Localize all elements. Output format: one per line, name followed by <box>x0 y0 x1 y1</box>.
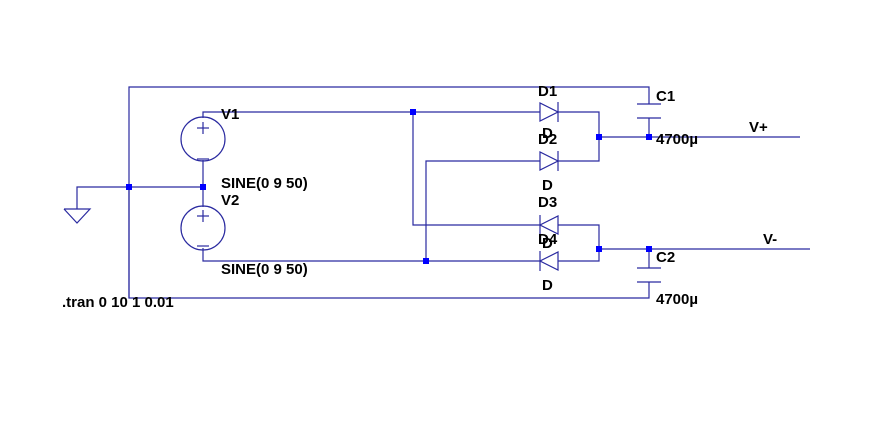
wire-pos-bus[interactable] <box>558 111 600 162</box>
junction-dot <box>410 109 416 115</box>
d1-model-label[interactable]: D <box>542 125 553 142</box>
v2-name-label[interactable]: V2 <box>221 192 239 209</box>
d2-name-label[interactable]: D2 <box>538 131 557 148</box>
wire-cross-2[interactable] <box>425 160 540 261</box>
net-label-vminus[interactable]: V- <box>763 231 777 248</box>
d4-model-label[interactable]: D <box>542 277 553 294</box>
junction-dot <box>646 246 652 252</box>
wire-v1-out[interactable] <box>202 111 540 118</box>
c2-name-label[interactable]: C2 <box>656 249 675 266</box>
voltage-source-icon[interactable] <box>180 205 226 251</box>
capacitor-icon[interactable] <box>637 103 661 119</box>
c2-value-label[interactable]: 4700µ <box>656 291 698 308</box>
junction-dot <box>126 184 132 190</box>
voltage-source-icon[interactable] <box>180 116 226 162</box>
wires <box>76 86 810 299</box>
wire-neg-bus[interactable] <box>558 224 600 262</box>
c1-name-label[interactable]: C1 <box>656 88 675 105</box>
wire-v2-out[interactable] <box>202 248 540 262</box>
wire-ground[interactable] <box>76 186 203 209</box>
diode-icon[interactable] <box>538 251 559 271</box>
junction-dot <box>596 134 602 140</box>
diode-icon[interactable] <box>539 151 560 171</box>
d1-name-label[interactable]: D1 <box>538 83 557 100</box>
ground-icon[interactable] <box>63 208 92 224</box>
c1-value-label[interactable]: 4700µ <box>656 131 698 148</box>
v1-value-label[interactable]: SINE(0 9 50) <box>221 175 308 192</box>
d2-model-label[interactable]: D <box>542 177 553 194</box>
v1-name-label[interactable]: V1 <box>221 106 239 123</box>
wire-bottom-rail[interactable] <box>128 187 650 299</box>
diode-icon[interactable] <box>539 102 560 122</box>
wire-cross-1[interactable] <box>412 112 540 226</box>
diode-icon[interactable] <box>538 215 559 235</box>
junction-dot <box>200 184 206 190</box>
net-label-vplus[interactable]: V+ <box>749 119 768 136</box>
capacitor-icon[interactable] <box>637 267 661 283</box>
spice-directive[interactable]: .tran 0 10 1 0.01 <box>62 294 174 311</box>
d3-name-label[interactable]: D3 <box>538 194 557 211</box>
junction-dot <box>596 246 602 252</box>
d4-name-label[interactable]: D4 <box>538 231 558 248</box>
wire-top-rail[interactable] <box>128 86 650 298</box>
d3-model-label[interactable]: D <box>542 235 553 252</box>
junctions <box>126 109 652 264</box>
v2-value-label[interactable]: SINE(0 9 50) <box>221 261 308 278</box>
junction-dot <box>423 258 429 264</box>
junction-dot <box>646 134 652 140</box>
